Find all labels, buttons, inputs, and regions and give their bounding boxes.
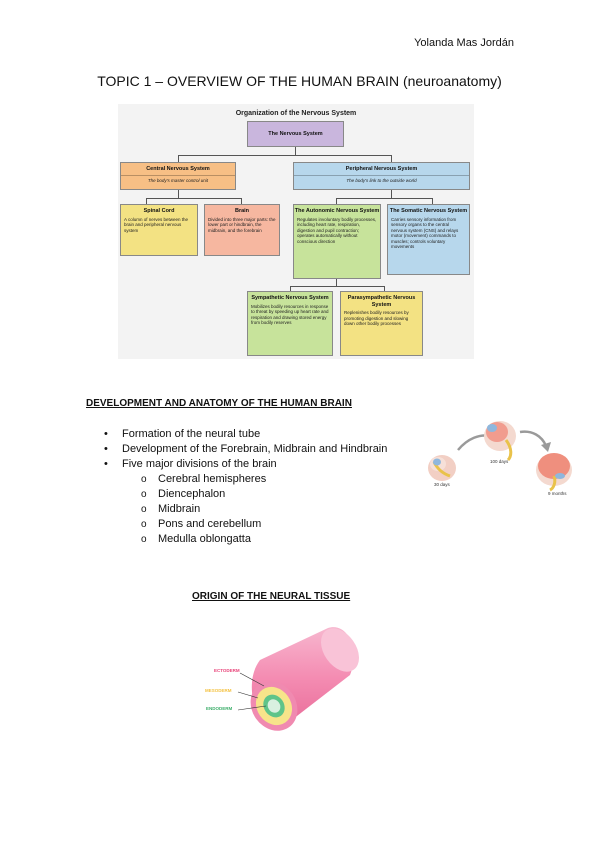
sub-bullet-mark: o — [141, 489, 147, 500]
connector-line — [290, 286, 291, 291]
bullet-mark: • — [104, 458, 108, 470]
mesoderm-label: MESODERM — [205, 688, 232, 693]
list-item: • Formation of the neural tube — [104, 427, 261, 442]
embryo-figure — [428, 421, 572, 492]
box-title: The Somatic Nervous System — [389, 208, 468, 214]
list-item-text: Five major divisions of the brain — [122, 458, 277, 470]
brain-development-illustration: 30 days 100 days 9 months — [420, 410, 580, 505]
sub-list-item: o Pons and cerebellum — [141, 517, 262, 532]
diagram-heading: Organization of the Nervous System — [235, 110, 357, 117]
neural-tube-illustration: ECTODERM MESODERM ENDODERM — [200, 620, 370, 745]
connector-line — [178, 155, 179, 162]
box-title: Spinal Cord — [143, 208, 175, 214]
connector-line — [391, 190, 392, 198]
box-subtitle: The body's link to the outside world — [294, 174, 469, 184]
sub-list-item: o Midbrain — [141, 502, 201, 517]
somatic-box: The Somatic Nervous System Carries senso… — [387, 204, 470, 275]
box-title: Peripheral Nervous System — [345, 166, 418, 172]
box-description: Divided into three major parts: the lowe… — [208, 216, 276, 233]
box-subtitle: The body's master control unit — [121, 174, 235, 184]
list-item-text: Diencephalon — [158, 488, 226, 500]
list-item-text: Medulla oblongatta — [158, 533, 251, 545]
list-item: • Five major divisions of the brain — [104, 457, 277, 472]
sub-list-item: o Diencephalon — [141, 487, 226, 502]
connector-line — [432, 198, 433, 204]
sub-bullet-mark: o — [141, 504, 147, 515]
author-name: Yolanda Mas Jordán — [414, 37, 514, 49]
list-item-text: Formation of the neural tube — [122, 428, 261, 440]
autonomic-box: The Autonomic Nervous System Regulates i… — [293, 204, 381, 279]
box-description: Regulates involuntary bodily processes, … — [297, 216, 377, 244]
embryo-label: 30 days — [434, 482, 450, 487]
spinal-cord-box: Spinal Cord A column of nerves between t… — [120, 204, 198, 256]
sub-bullet-mark: o — [141, 519, 147, 530]
embryo-100-days — [484, 421, 516, 462]
box-description: Carries sensory information from sensory… — [391, 216, 459, 250]
box-description: A column of nerves between the brain and… — [124, 216, 189, 233]
list-item-text: Midbrain — [158, 503, 201, 515]
bullet-mark: • — [104, 443, 108, 455]
document-title: TOPIC 1 – OVERVIEW OF THE HUMAN BRAIN (n… — [97, 73, 502, 89]
list-item-text: Cerebral hemispheres — [158, 473, 267, 485]
origin-heading: ORIGIN OF THE NEURAL TISSUE — [192, 591, 351, 602]
box-title: Sympathetic Nervous System — [251, 295, 329, 301]
connector-line — [391, 155, 392, 162]
box-title: Central Nervous System — [146, 166, 210, 172]
bullet-mark: • — [104, 428, 108, 440]
box-title: The Autonomic Nervous System — [294, 208, 380, 214]
connector-line — [178, 190, 179, 198]
brain-box: Brain Divided into three major parts: th… — [204, 204, 280, 256]
connector-line — [290, 286, 384, 287]
sub-bullet-mark: o — [141, 534, 147, 545]
list-item: • Development of the Forebrain, Midbrain… — [104, 442, 388, 457]
list-item-text: Development of the Forebrain, Midbrain a… — [122, 443, 388, 455]
connector-line — [384, 286, 385, 291]
sub-list-item: o Medulla oblongatta — [141, 532, 251, 547]
box-description: Replenishes bodily resources by promotin… — [344, 310, 409, 326]
endoderm-label: ENDODERM — [206, 706, 233, 711]
connector-line — [336, 198, 432, 199]
embryo-label: 9 months — [548, 491, 567, 496]
box-title: Parasympathetic Nervous System — [347, 295, 416, 308]
connector-line — [241, 198, 242, 204]
box-title: Brain — [234, 208, 250, 214]
connector-line — [336, 198, 337, 204]
cns-box: Central Nervous System The body's master… — [120, 162, 236, 190]
connector-line — [146, 198, 241, 199]
sub-list-item: o Cerebral hemispheres — [141, 472, 267, 487]
pns-box: Peripheral Nervous System The body's lin… — [293, 162, 470, 190]
neural-tube-figure — [237, 627, 360, 731]
embryo-30-days — [428, 455, 456, 481]
connector-line — [295, 147, 296, 155]
connector-line — [146, 198, 147, 204]
development-heading: DEVELOPMENT AND ANATOMY OF THE HUMAN BRA… — [86, 398, 352, 409]
connector-line — [336, 279, 337, 286]
ectoderm-label: ECTODERM — [214, 668, 240, 673]
nervous-system-diagram: Organization of the Nervous System The N… — [118, 104, 474, 359]
parasympathetic-box: Parasympathetic Nervous System Replenish… — [340, 291, 423, 356]
box-title: The Nervous System — [268, 131, 323, 137]
box-description: Mobilizes bodily resources in response t… — [251, 303, 329, 326]
sympathetic-box: Sympathetic Nervous System Mobilizes bod… — [247, 291, 333, 356]
list-item-text: Pons and cerebellum — [158, 518, 262, 530]
embryo-9-months — [536, 453, 572, 492]
nervous-system-box: The Nervous System — [247, 121, 344, 147]
sub-bullet-mark: o — [141, 474, 147, 485]
connector-line — [178, 155, 391, 156]
embryo-label: 100 days — [490, 459, 509, 464]
